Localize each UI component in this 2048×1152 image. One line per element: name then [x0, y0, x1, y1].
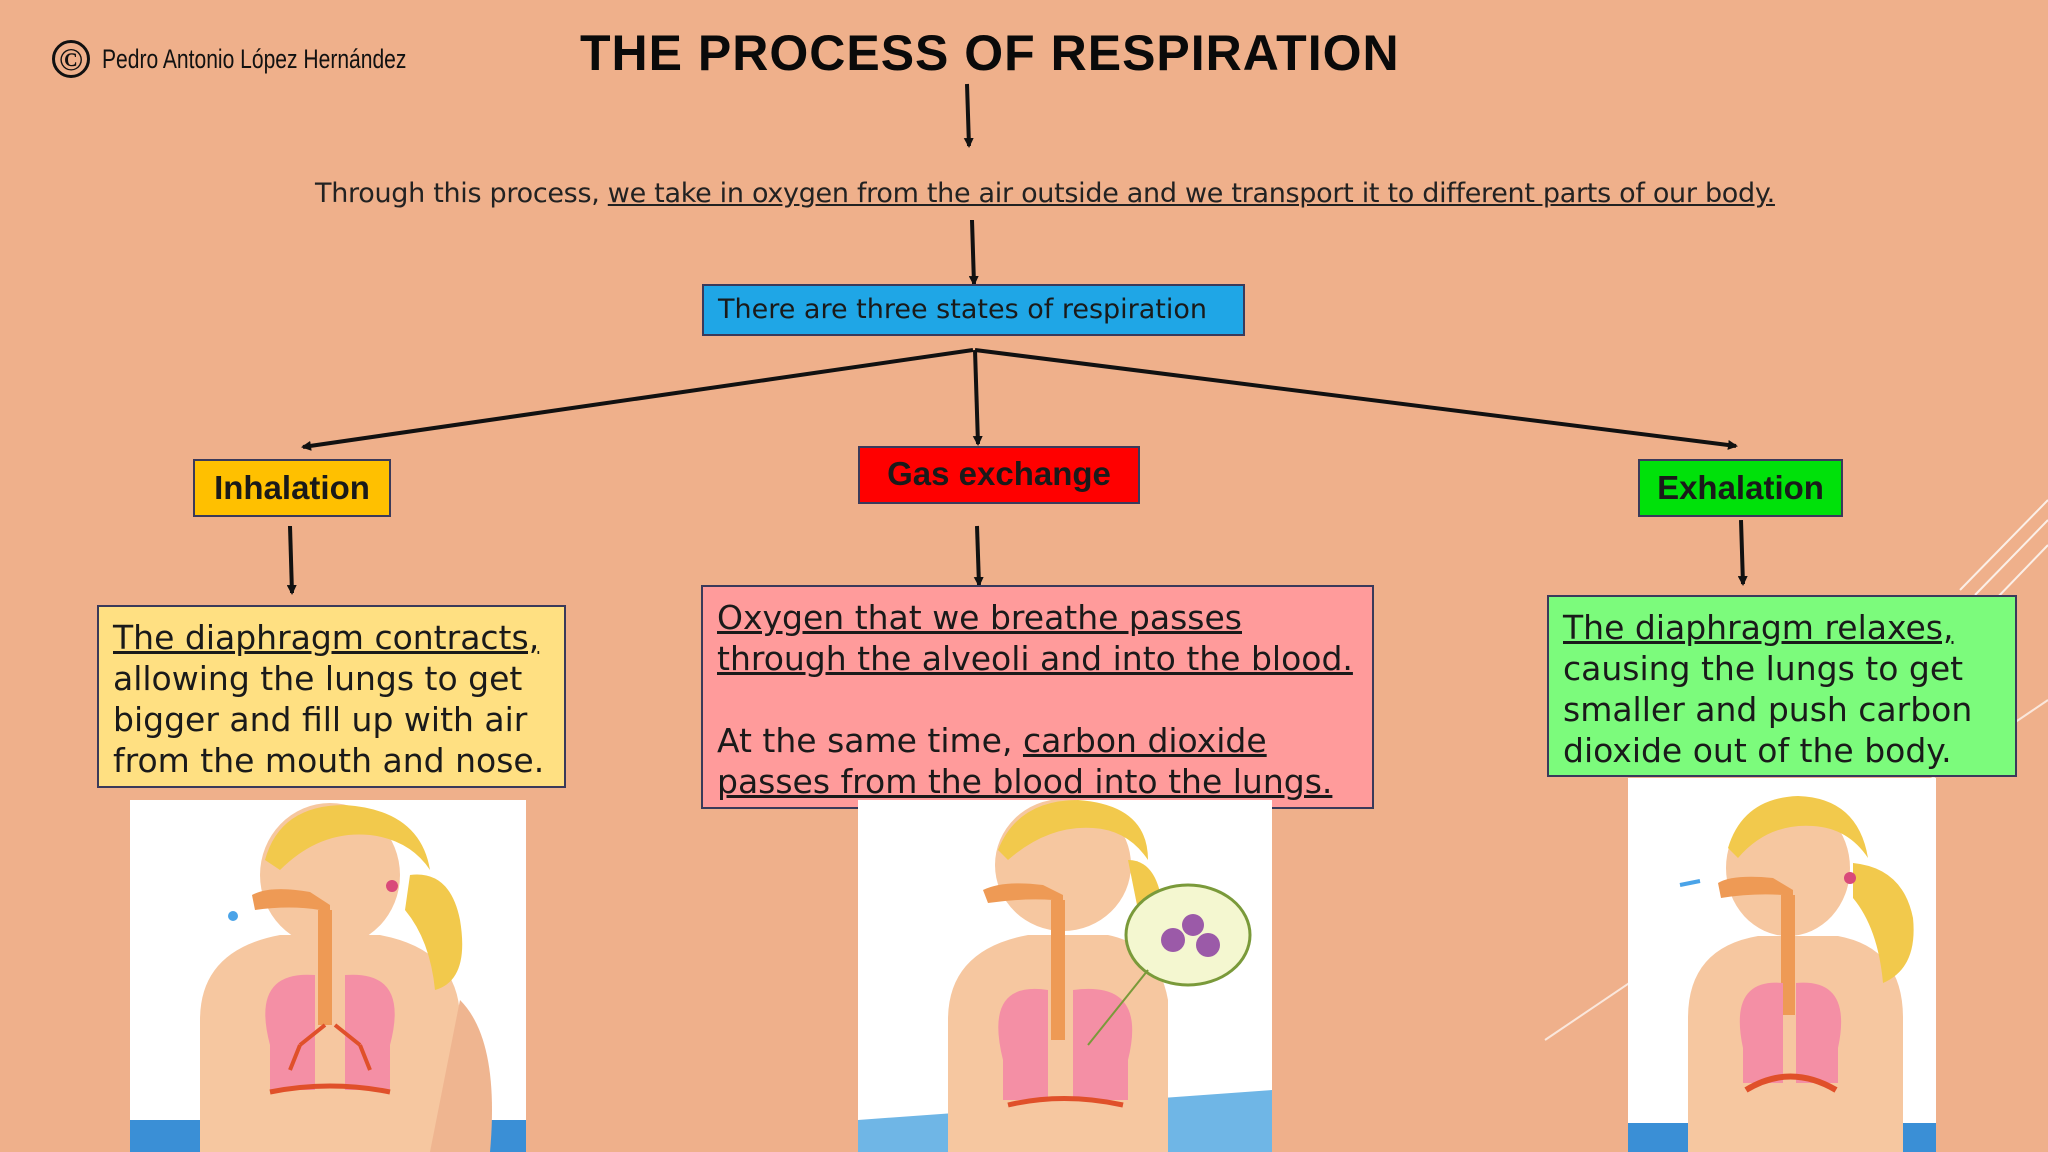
gas-desc-lead-2: At the same time, [717, 721, 1023, 760]
copyright-notice: © Pedro Antonio López Hernández [52, 40, 492, 78]
inhalation-desc-rest: allowing the lungs to get bigger and fil… [113, 659, 545, 780]
exhalation-description: The diaphragm relaxes, causing the lungs… [1547, 595, 2017, 777]
inhalation-description: The diaphragm contracts, allowing the lu… [97, 605, 566, 788]
gas-exchange-illustration [858, 800, 1272, 1152]
gas-exchange-description: Oxygen that we breathe passes through th… [701, 585, 1374, 809]
arrow-gas-down [973, 525, 984, 587]
gas-desc-underlined-1: Oxygen that we breathe passes through th… [717, 598, 1353, 678]
exhalation-illustration [1628, 778, 1936, 1152]
gas-desc-para-2: At the same time, carbon dioxide passes … [717, 720, 1358, 802]
page-title: THE PROCESS OF RESPIRATION [580, 25, 1400, 81]
exhalation-label: Exhalation [1638, 459, 1843, 517]
inhalation-desc-underlined: The diaphragm contracts, [113, 618, 540, 657]
arrow-to-gas [972, 349, 983, 446]
arrow-inhalation-down [286, 525, 297, 595]
exhalation-desc-rest: causing the lungs to get smaller and pus… [1563, 649, 1973, 770]
arrow-title-to-intro [963, 83, 974, 148]
gas-desc-underlined-2: carbon dioxide passes from the blood int… [717, 721, 1333, 801]
intro-lead: Through this process, [315, 178, 608, 209]
intro-text: Through this process, we take in oxygen … [240, 178, 1850, 209]
exhalation-desc-underlined: The diaphragm relaxes, [1563, 608, 1954, 647]
inhalation-illustration [130, 800, 526, 1152]
inhalation-label: Inhalation [193, 459, 391, 517]
intro-underlined: we take in oxygen from the air outside a… [607, 178, 1775, 209]
arrow-to-inhalation [301, 348, 974, 451]
arrow-intro-to-states [968, 219, 979, 286]
states-box: There are three states of respiration [702, 284, 1245, 336]
copyright-symbol: © [52, 40, 90, 78]
author-name: Pedro Antonio López Hernández [102, 43, 407, 74]
arrow-to-exhalation [974, 348, 1738, 450]
gas-exchange-label: Gas exchange [858, 446, 1140, 504]
arrow-exhalation-down [1737, 519, 1748, 586]
